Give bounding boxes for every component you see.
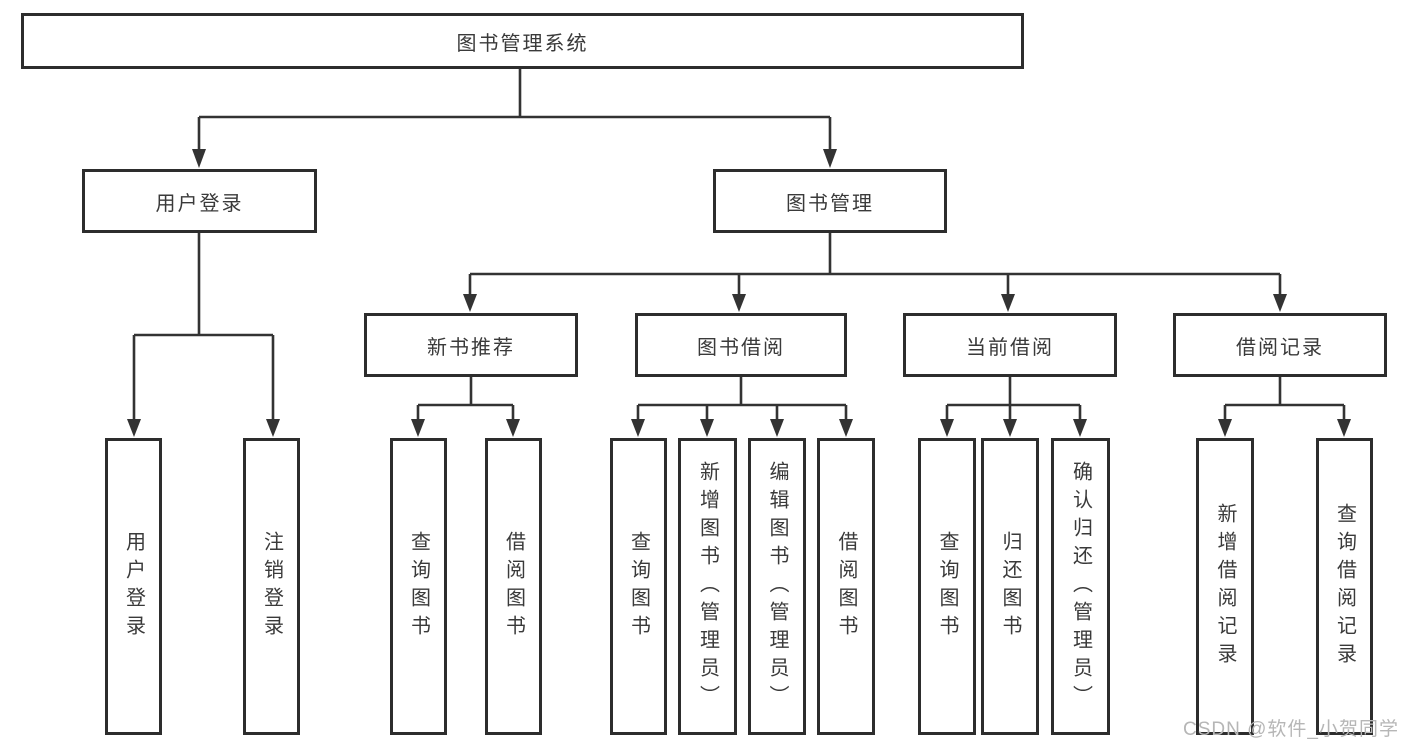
leaf-label: 新增借阅记录 bbox=[1214, 502, 1236, 671]
leaf-label: 借阅图书 bbox=[502, 530, 525, 643]
node-label: 图书管理 bbox=[786, 192, 874, 215]
leaf-borrow-books: 借阅图书 bbox=[817, 438, 875, 735]
leaf-label: 用户登录 bbox=[122, 530, 145, 643]
leaf-confirm-return-admin: 确认归还（管理员） bbox=[1051, 438, 1110, 735]
leaf-return-books: 归还图书 bbox=[981, 438, 1039, 735]
leaf-user-login: 用户登录 bbox=[105, 438, 162, 735]
node-label: 当前借阅 bbox=[966, 336, 1054, 359]
node-current-borrow: 当前借阅 bbox=[903, 313, 1117, 377]
leaf-query-books-current: 查询图书 bbox=[918, 438, 976, 735]
leaf-label: 注销登录 bbox=[260, 530, 283, 643]
node-label: 图书借阅 bbox=[697, 336, 785, 359]
leaf-query-books-borrow: 查询图书 bbox=[610, 438, 667, 735]
node-label: 新书推荐 bbox=[427, 336, 515, 359]
arrowheads bbox=[127, 149, 1351, 437]
node-user-login-branch: 用户登录 bbox=[82, 169, 317, 233]
leaf-borrow-books-recommend: 借阅图书 bbox=[485, 438, 542, 735]
leaf-label: 新增图书（管理员） bbox=[696, 460, 719, 713]
leaf-label: 编辑图书（管理员） bbox=[766, 460, 788, 713]
node-label: 用户登录 bbox=[155, 192, 244, 215]
connector-lines bbox=[132, 69, 1346, 422]
node-borrow-record: 借阅记录 bbox=[1173, 313, 1387, 377]
node-label: 借阅记录 bbox=[1236, 336, 1324, 359]
leaf-label: 查询图书 bbox=[936, 530, 958, 643]
node-book-borrow: 图书借阅 bbox=[635, 313, 847, 377]
node-book-management-branch: 图书管理 bbox=[713, 169, 947, 233]
leaf-label: 查询借阅记录 bbox=[1333, 502, 1356, 671]
leaf-query-books-recommend: 查询图书 bbox=[390, 438, 447, 735]
leaf-logout: 注销登录 bbox=[243, 438, 300, 735]
leaf-edit-books-admin: 编辑图书（管理员） bbox=[748, 438, 806, 735]
node-library-management-system: 图书管理系统 bbox=[21, 13, 1024, 69]
leaf-label: 借阅图书 bbox=[835, 530, 857, 643]
leaf-add-books-admin: 新增图书（管理员） bbox=[678, 438, 737, 735]
csdn-watermark: CSDN @软件_小贺同学 bbox=[1183, 719, 1399, 740]
leaf-query-borrow-record: 查询借阅记录 bbox=[1316, 438, 1373, 735]
leaf-label: 确认归还（管理员） bbox=[1069, 460, 1092, 713]
node-new-book-recommend: 新书推荐 bbox=[364, 313, 578, 377]
leaf-label: 查询图书 bbox=[627, 530, 650, 643]
leaf-label: 查询图书 bbox=[407, 530, 430, 643]
node-label: 图书管理系统 bbox=[456, 32, 589, 55]
leaf-add-borrow-record: 新增借阅记录 bbox=[1196, 438, 1254, 735]
leaf-label: 归还图书 bbox=[999, 530, 1021, 643]
